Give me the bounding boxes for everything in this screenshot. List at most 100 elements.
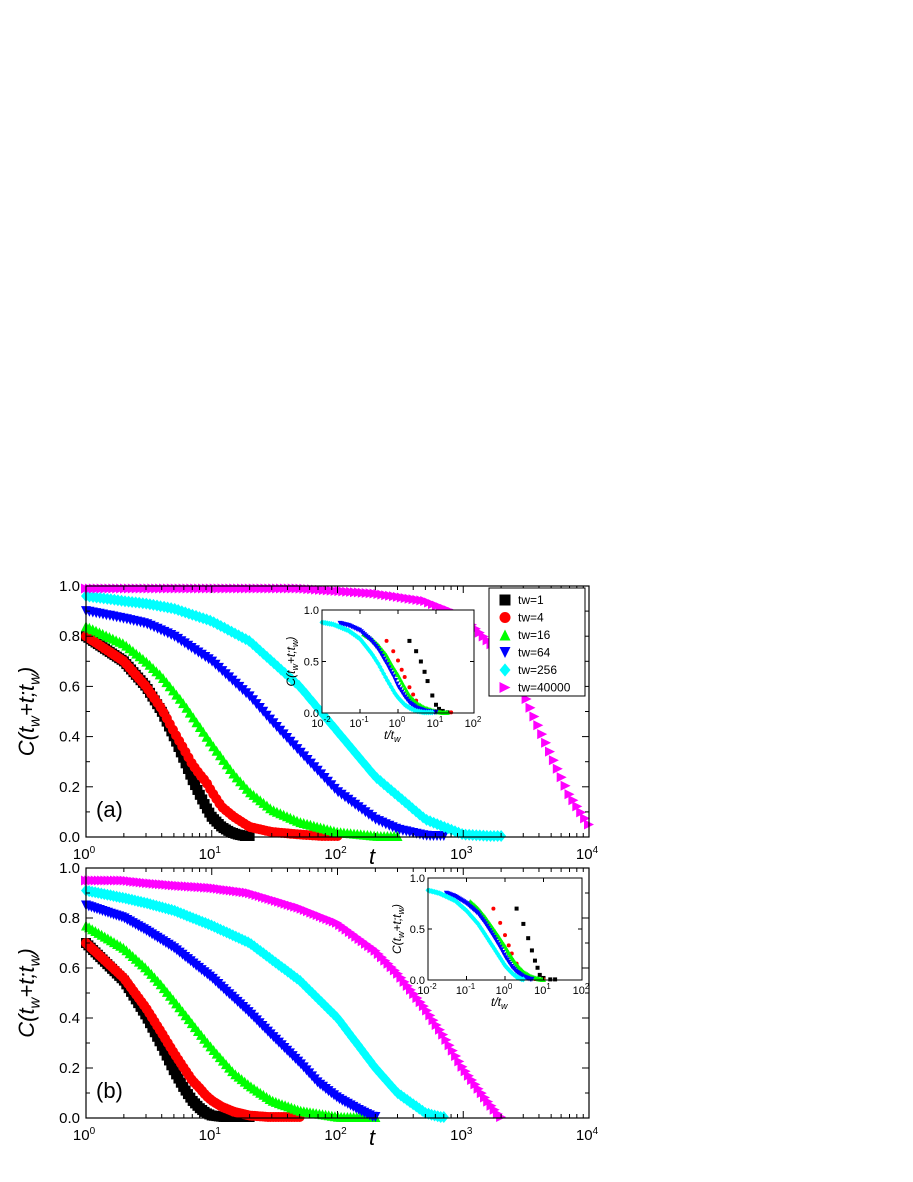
tick-exponent: 2 — [341, 845, 347, 856]
inset-data-point — [526, 936, 531, 941]
tick-base: 10 — [324, 1127, 341, 1144]
inset-y-tick-label: 1.0 — [304, 605, 319, 617]
inset-y-tick-label: 0.0 — [304, 708, 319, 720]
inset-data-point — [449, 710, 454, 715]
inset-x-tick-label: 101 — [427, 715, 444, 730]
inset-x-tick-label: 10-1 — [456, 982, 476, 997]
tick-exponent: -2 — [430, 982, 438, 991]
subscript-reset: ) — [14, 667, 39, 677]
inset-data-point — [392, 677, 398, 683]
subscript-reset: +t;t — [284, 646, 298, 664]
inset-data-point — [381, 656, 387, 662]
tick-base: 10 — [450, 1127, 467, 1144]
data-point — [473, 1083, 484, 1094]
data-point — [556, 772, 567, 783]
data-point — [548, 755, 559, 766]
tick-exponent: 0 — [508, 982, 513, 991]
y-tick-label: 0.6 — [59, 678, 80, 695]
x-tick-label: 102 — [324, 1126, 347, 1144]
y-tick-label: 1.0 — [59, 578, 80, 595]
legend-marker — [499, 682, 511, 693]
inset-data-point — [553, 977, 558, 982]
y-tick-label: 0.0 — [59, 829, 80, 846]
subscript: w — [26, 673, 43, 685]
data-point — [180, 758, 191, 769]
data-point — [486, 1100, 497, 1111]
tick-base: 10 — [450, 846, 467, 863]
x-tick-label: 102 — [324, 845, 347, 863]
inset-x-tick-label: 100 — [389, 715, 406, 730]
y-tick-label: 0.8 — [59, 910, 80, 927]
tick-base: 10 — [389, 718, 401, 730]
legend-marker — [499, 629, 511, 641]
legend-label: tw=40000 — [518, 681, 571, 695]
tick-base: 10 — [199, 1127, 216, 1144]
inset-data-point — [391, 674, 397, 680]
tick-exponent: 1 — [546, 982, 551, 991]
panel-label: (b) — [96, 1078, 123, 1103]
tick-base: 10 — [417, 985, 429, 997]
inset-x-axis-label: t/tw — [384, 728, 401, 744]
tick-base: 10 — [311, 718, 323, 730]
inset-x-axis-label: t/tw — [491, 995, 508, 1011]
data-point — [476, 1088, 487, 1099]
inset-data-point — [506, 943, 511, 948]
y-tick-label: 1.0 — [59, 860, 80, 877]
label-part: C(t — [14, 726, 39, 756]
tick-exponent: 4 — [593, 845, 599, 856]
tick-base: 10 — [199, 846, 216, 863]
data-point — [533, 720, 544, 731]
inset-y-tick-label: 0.0 — [410, 975, 425, 987]
y-axis-label: C(tw+t;tw) — [14, 667, 43, 757]
subscript-reset: ) — [284, 636, 298, 642]
tick-base: 10 — [534, 985, 546, 997]
inset-data-point — [418, 659, 423, 664]
inset-data-point — [388, 668, 393, 674]
subscript-reset: +t;t — [390, 914, 404, 932]
data-point — [580, 813, 591, 824]
inset-data-point — [491, 906, 496, 911]
inset-data-point — [411, 692, 416, 697]
series-tw=256 — [81, 590, 507, 842]
legend-label: tw=64 — [518, 646, 551, 660]
data-point — [447, 1045, 458, 1056]
inset-data-point — [379, 653, 385, 659]
data-point — [463, 1070, 474, 1081]
data-point — [454, 1056, 465, 1067]
inset-data-point — [529, 976, 535, 982]
subscript: w — [290, 640, 300, 647]
legend-box — [488, 587, 586, 697]
x-tick-label: 103 — [450, 1126, 473, 1144]
inset-x-tick-label: 10-2 — [311, 715, 331, 730]
data-point — [467, 1075, 478, 1085]
inset-data-point — [535, 965, 540, 970]
tick-exponent: 2 — [585, 982, 590, 991]
legend-marker — [499, 663, 511, 677]
inset-data-point — [514, 906, 519, 911]
inset-y-tick-label: 0.5 — [304, 657, 319, 669]
x-tick-label: 104 — [576, 845, 599, 863]
tick-exponent: -1 — [362, 715, 370, 724]
x-axis-label: t — [369, 1125, 376, 1150]
x-tick-label: 100 — [73, 845, 96, 863]
data-point — [435, 1024, 445, 1035]
series-tw=16 — [81, 920, 381, 1122]
data-point — [185, 769, 196, 780]
data-point — [431, 1020, 442, 1030]
data-point — [178, 752, 189, 763]
data-point — [441, 1034, 452, 1045]
data-point — [438, 1029, 449, 1040]
inset-data-point — [437, 706, 442, 711]
data-point — [425, 1010, 436, 1021]
tick-base: 10 — [576, 846, 593, 863]
tick-exponent: 4 — [593, 1126, 599, 1137]
inset-data-point — [407, 685, 412, 690]
data-point — [572, 801, 583, 812]
inset-x-tick-label: 10-1 — [349, 715, 369, 730]
subscript-reset: +t;t — [14, 684, 39, 716]
y-tick-label: 0.0 — [59, 1110, 80, 1127]
tick-base: 10 — [324, 846, 341, 863]
data-point — [525, 702, 536, 713]
data-point — [552, 763, 563, 774]
